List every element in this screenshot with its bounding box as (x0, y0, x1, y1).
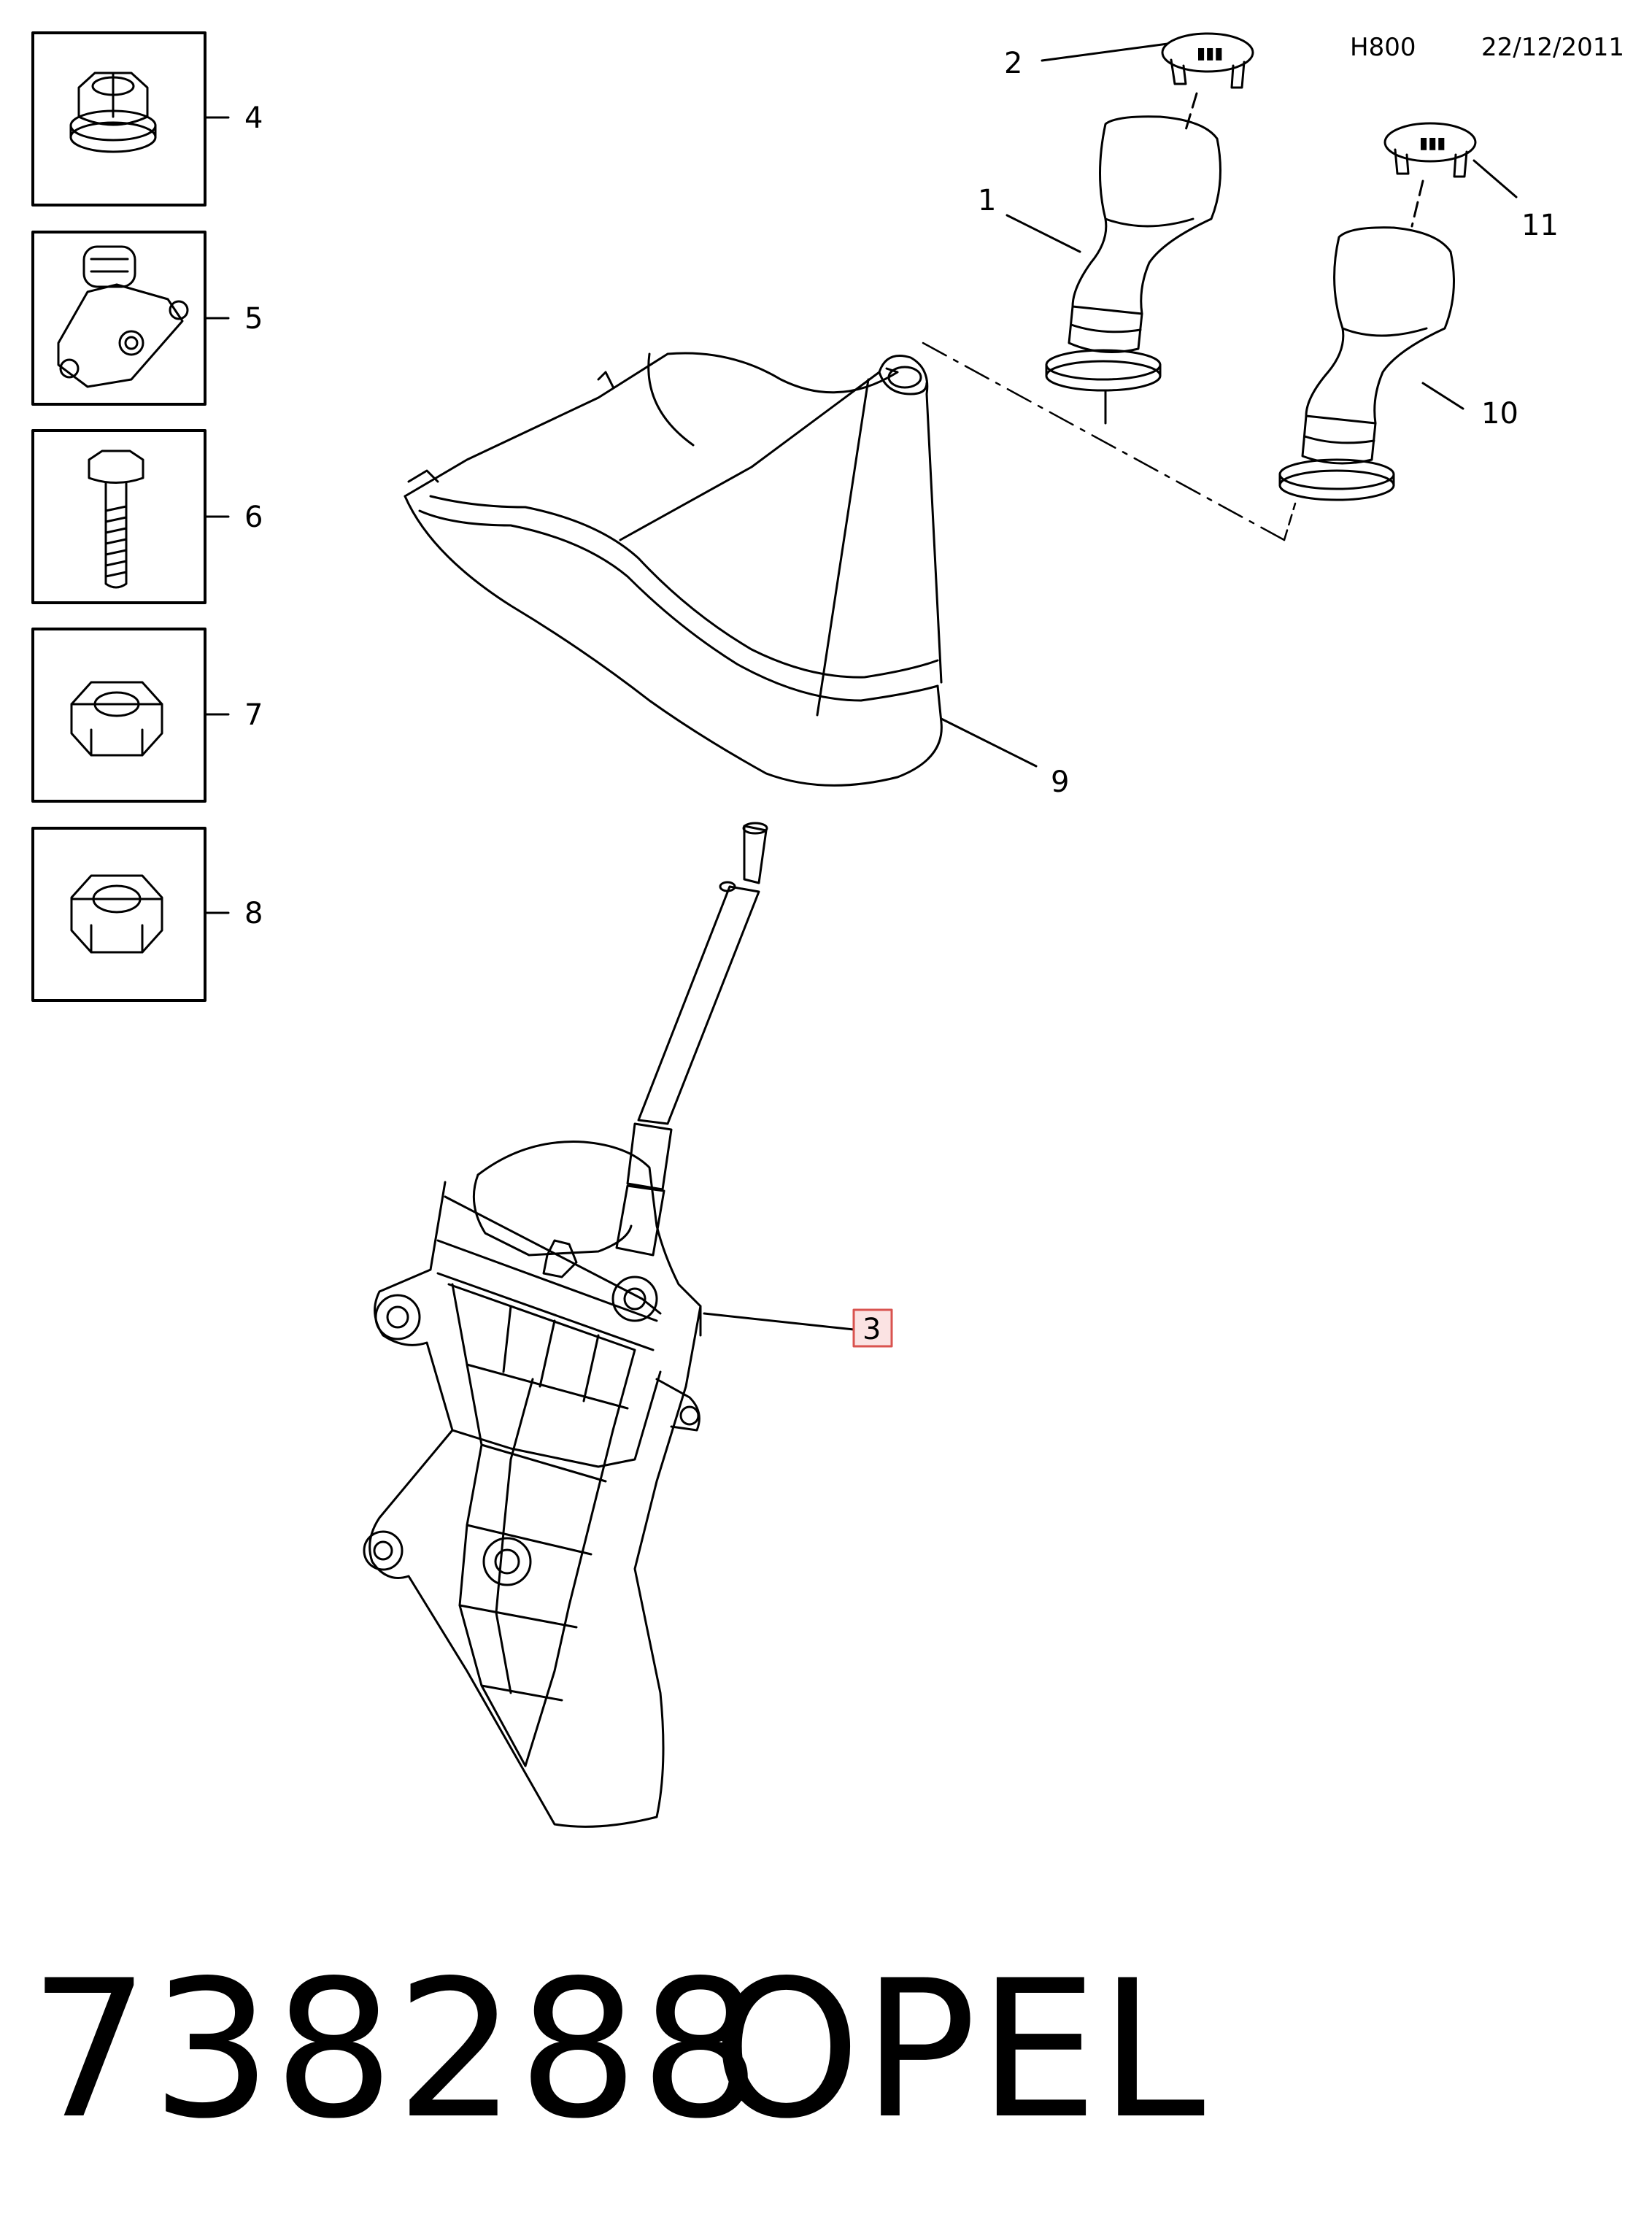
inset-box-4 (31, 31, 206, 207)
inset-box-5 (31, 231, 206, 406)
brand-name: OPEL (711, 1940, 1207, 2161)
flange-nut-icon (69, 72, 157, 153)
part-number: 738288 (29, 1940, 763, 2161)
callout-7: 7 (244, 698, 263, 732)
callout-9: 9 (1051, 765, 1069, 799)
callout-10: 10 (1481, 397, 1518, 431)
callout-8: 8 (244, 897, 263, 930)
diagram-code: H800 (1350, 33, 1416, 62)
callout-4: 4 (244, 101, 263, 135)
diagram-date: 22/12/2011 (1481, 33, 1624, 62)
callout-1: 1 (978, 184, 996, 217)
shift-lever-rod (615, 822, 768, 1257)
hex-nut-icon (70, 681, 163, 757)
callout-3: 3 (862, 1313, 881, 1346)
inset-box-7 (31, 628, 206, 803)
knob-cap-2: ▮▮▮ (1161, 32, 1254, 89)
shifter-housing-3 (363, 1141, 702, 1828)
callout-11: 11 (1521, 209, 1559, 242)
svg-text:▮▮▮: ▮▮▮ (1419, 134, 1446, 153)
shift-boot-9 (404, 352, 943, 787)
gear-knob-1 (1045, 115, 1221, 425)
knob-cap-11: ▮▮▮ (1383, 122, 1477, 178)
bolt-icon (88, 449, 144, 589)
inset-box-8 (31, 827, 206, 1002)
hex-nut-icon (70, 874, 163, 954)
inset-box-6 (31, 429, 206, 604)
svg-text:▮▮▮: ▮▮▮ (1197, 45, 1223, 63)
gear-knob-10 (1278, 226, 1455, 501)
callout-2: 2 (1004, 47, 1022, 80)
sensor-icon (57, 245, 189, 388)
callout-6: 6 (244, 501, 263, 534)
highlight-callout-3: 3 (852, 1308, 893, 1348)
callout-5: 5 (244, 302, 263, 336)
